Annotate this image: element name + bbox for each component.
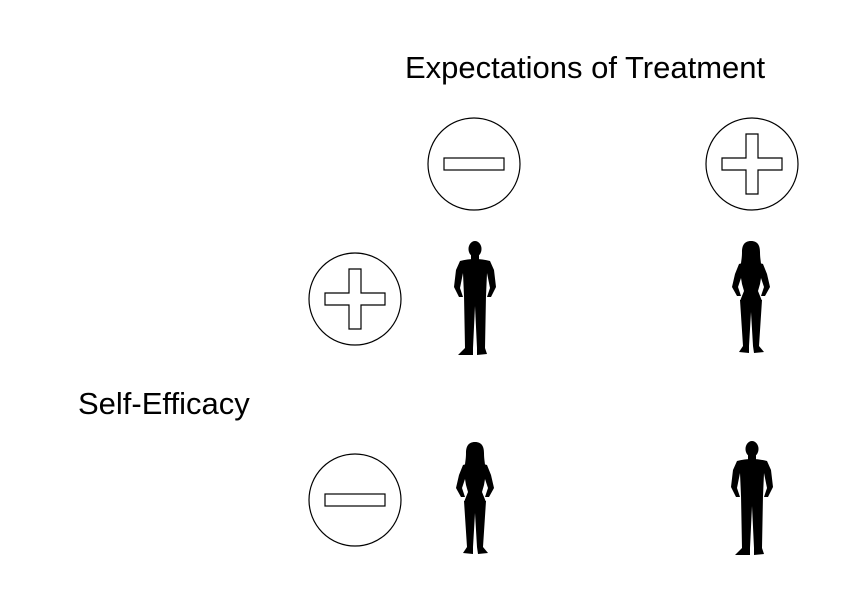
woman-silhouette-icon xyxy=(732,241,770,353)
man-silhouette-icon xyxy=(731,441,773,555)
plus-circle-icon xyxy=(308,252,402,346)
plus-circle-icon xyxy=(705,117,799,211)
minus-circle-icon xyxy=(427,117,521,211)
y-axis-title: Self-Efficacy xyxy=(78,386,250,421)
minus-circle-icon xyxy=(308,453,402,547)
x-axis-title: Expectations of Treatment xyxy=(405,50,766,85)
woman-silhouette-icon xyxy=(456,442,494,554)
man-silhouette-icon xyxy=(454,241,496,355)
